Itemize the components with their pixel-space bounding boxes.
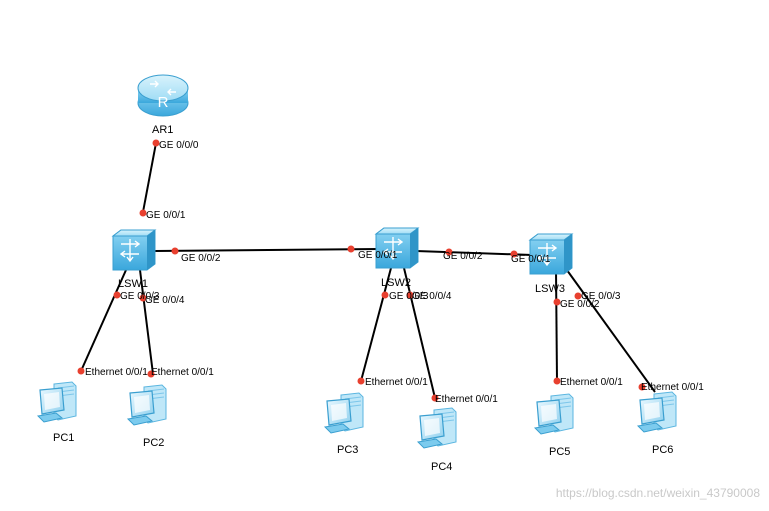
port-label-lsw3-ge003: GE 0/0/3 [581,291,621,302]
device-label-pc2: PC2 [143,437,164,449]
port-dot [139,209,147,217]
switch-icon [374,227,420,269]
device-label-pc5: PC5 [549,446,570,458]
port-label-lsw3-ge001: GE 0/0/1 [511,254,551,265]
pc-pc5[interactable]: PC5 [534,393,574,458]
port-label-lsw2-ge003: GE 0/0/3 [389,291,429,302]
port-label-lsw1-ge003: GE 0/0/3 [120,291,160,302]
port-dot [445,248,453,256]
port-dot [510,250,518,258]
port-dot [77,367,85,375]
link-ar1-lsw1 [142,142,157,213]
pc-pc1[interactable]: PC1 [37,381,77,444]
watermark-text: https://blog.csdn.net/weixin_43790008 [556,486,760,500]
router-ar1[interactable]: R AR1 [137,74,189,136]
pc-icon [37,381,77,423]
switch-lsw1[interactable]: LSW1 [111,229,157,290]
port-label-pc4-eth: Ethernet 0/0/1 [435,394,498,405]
pc-pc3[interactable]: PC3 [324,392,364,456]
pc-pc2[interactable]: PC2 [127,384,167,449]
port-dot [574,292,582,300]
link-lsw1-lsw2 [154,248,381,252]
switch-lsw2[interactable]: LSW2 [374,227,420,289]
link-lsw1-pc1 [80,269,127,372]
port-label-lsw1-ge002: GE 0/0/2 [181,253,221,264]
port-label-pc1-eth: Ethernet 0/0/1 [85,367,148,378]
pc-icon [127,384,167,426]
port-dot [152,139,160,147]
link-lsw3-pc6 [563,265,656,393]
port-dot [553,377,561,385]
port-dot [113,291,121,299]
port-dot [638,383,646,391]
router-icon: R [137,74,189,117]
links [80,142,656,399]
port-dots [77,139,646,402]
port-labels: GE 0/0/0 GE 0/0/1 GE 0/0/2 GE 0/0/3 GE 0… [85,140,704,405]
pc-icon [534,393,574,435]
switch-icon [528,233,574,275]
device-label-pc6: PC6 [652,444,673,456]
router-glyph: R [158,94,169,111]
pc-icon [637,391,677,433]
switch-icon [111,229,157,271]
port-dot [171,247,179,255]
port-label-lsw2-ge004: GE 0/0/4 [412,291,452,302]
device-label-lsw3: LSW3 [535,283,565,295]
port-dot [347,245,355,253]
link-lsw2-pc3 [360,267,392,382]
device-label-lsw1: LSW1 [118,278,148,290]
port-label-lsw3-ge002: GE 0/0/2 [560,299,600,310]
port-label-lsw1-ge001: GE 0/0/1 [146,210,186,221]
device-label-lsw2: LSW2 [381,277,411,289]
port-dot [553,298,561,306]
pc-icon [417,407,457,449]
port-dot [381,291,389,299]
device-label-pc1: PC1 [53,432,74,444]
port-label-ar1-ge000: GE 0/0/0 [159,140,199,151]
pc-icon [324,392,364,434]
link-lsw2-pc4 [403,267,436,399]
port-label-pc2-eth: Ethernet 0/0/1 [151,367,214,378]
link-lsw1-pc2 [139,269,154,375]
port-label-lsw1-ge004: GE 0/0/4 [145,295,185,306]
port-label-lsw2-ge002: GE 0/0/2 [443,251,483,262]
port-label-pc3-eth: Ethernet 0/0/1 [365,377,428,388]
device-label-pc3: PC3 [337,444,358,456]
port-label-lsw2-ge001: GE 0/0/1 [358,250,398,261]
device-label-pc4: PC4 [431,461,452,473]
port-dot [431,394,439,402]
port-label-pc6-eth: Ethernet 0/0/1 [641,382,704,393]
device-label-ar1: AR1 [152,124,173,136]
port-dot [147,370,155,378]
link-lsw3-pc5 [555,269,558,382]
port-dot [357,377,365,385]
port-dot [139,294,147,302]
port-dot [406,291,414,299]
switch-lsw3[interactable]: LSW3 [528,233,574,295]
port-label-pc5-eth: Ethernet 0/0/1 [560,377,623,388]
pc-pc4[interactable]: PC4 [417,407,457,473]
pc-pc6[interactable]: PC6 [637,391,677,456]
